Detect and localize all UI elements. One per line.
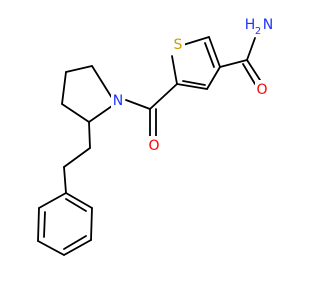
nitrogen-label-bg [111, 91, 125, 109]
amide-oxygen-label: O [256, 82, 267, 98]
bond-chain-1 [88, 121, 91, 149]
bond-c2-carbonyl [149, 83, 178, 110]
bond-benzene-5 [90, 207, 93, 241]
bond-ring-top [65, 65, 93, 73]
amide-nitrogen-label-bg [243, 14, 274, 36]
bond-amide-c-n [246, 37, 256, 61]
atom-labels: S N O O H 2 N [111, 14, 274, 154]
bond-benzene-4-inner [63, 235, 87, 250]
bond-ring-bottom-right [88, 105, 113, 123]
bond-chain-3 [63, 166, 67, 194]
bond-c4-amide-c [219, 59, 248, 68]
bond-benzene-1 [38, 192, 67, 209]
bond-benzene-6-inner [65, 198, 87, 212]
bond-c4-c5 [208, 36, 221, 68]
molecule-canvas: S N O O H 2 N [37, 14, 274, 256]
sulfur-label-bg [171, 35, 185, 53]
bond-c4-c5-inner [204, 42, 215, 68]
amide-nitrogen-label: N [263, 17, 273, 33]
bond-c3-c4 [206, 66, 221, 90]
carbonyl-oxygen-label: O [148, 138, 159, 154]
bond-carbonyl-n [125, 99, 151, 110]
bond-benzene-2-inner [43, 211, 46, 238]
amide-oxygen-label-bg [255, 80, 269, 98]
bond-chain-2 [63, 147, 91, 168]
bond-s1-c2 [171, 55, 178, 85]
amide-nitrogen-h-label: H [245, 17, 256, 33]
bond-amide-c-o [246, 59, 261, 81]
bond-n-c2-ring [91, 65, 113, 99]
bond-ring-bottom-left [61, 103, 90, 123]
molecule-structure: S N O O H 2 N [37, 14, 274, 256]
bond-s1-c5 [182, 36, 210, 46]
bond-c2-c3-inner [182, 80, 206, 86]
bond-group [37, 36, 261, 256]
bond-benzene-4 [63, 239, 92, 256]
bond-benzene-6 [65, 192, 93, 209]
bond-benzene-3 [37, 240, 65, 256]
nitrogen-label: N [113, 93, 123, 109]
carbonyl-oxygen-label-bg [147, 136, 161, 154]
sulfur-label: S [174, 37, 183, 53]
bond-amide-c-o-inner [242, 63, 256, 85]
amide-nitrogen-sub-label: 2 [255, 26, 261, 37]
bond-benzene-2 [37, 207, 40, 242]
bond-c2-c3 [176, 83, 208, 90]
bond-ring-left [61, 71, 67, 105]
